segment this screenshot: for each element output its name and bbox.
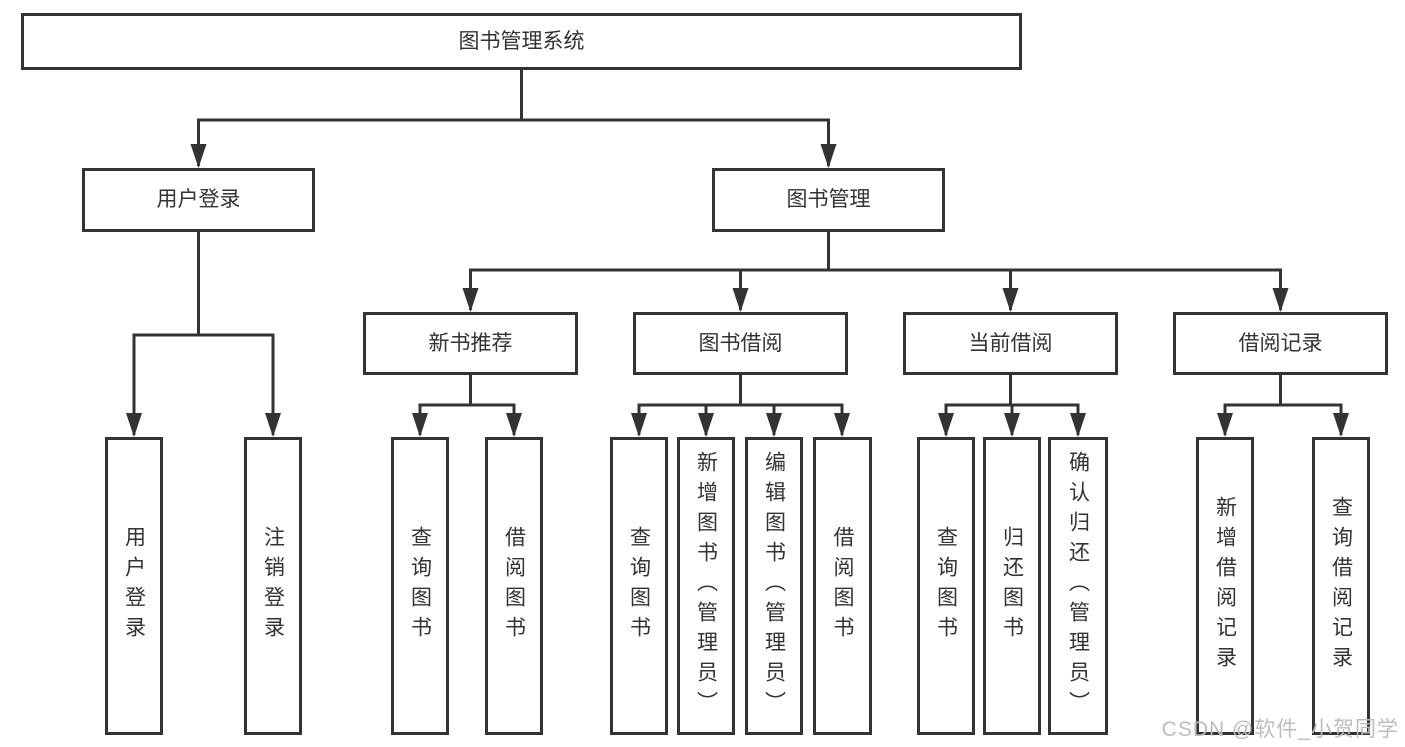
node-label: 新增借阅记录: [1213, 496, 1237, 676]
node-label: 借阅图书: [831, 526, 854, 646]
tree-edges: [132, 70, 1343, 435]
edge-newbook-to-leaves: [418, 403, 516, 435]
arrow: [820, 144, 837, 168]
node-leaf-logout: 注销登录: [244, 437, 302, 735]
node-leaf-add-book-admin: 新增图书（管理员）: [677, 437, 735, 735]
node-label: 查询借阅记录: [1329, 496, 1353, 676]
arrow: [190, 144, 207, 168]
node-borrowing-records: 借阅记录: [1173, 312, 1388, 375]
arrowheads: [126, 144, 1349, 437]
arrow: [1002, 288, 1019, 312]
arrow: [412, 413, 428, 437]
node-label: 图书借阅: [698, 331, 783, 355]
node-current-borrowing: 当前借阅: [903, 312, 1118, 375]
node-label: 查询图书: [627, 526, 651, 646]
node-leaf-borrow-books-1: 借阅图书: [485, 437, 543, 735]
arrow: [506, 413, 522, 437]
edge-bookmgmt-to-level3: [469, 268, 1282, 310]
edge-root-to-level2: [197, 118, 830, 166]
node-label: 图书管理系统: [458, 29, 585, 53]
arrow: [938, 413, 954, 437]
node-label: 查询图书: [934, 526, 958, 646]
node-label: 新增图书（管理员）: [694, 451, 718, 721]
arrow: [631, 413, 647, 437]
arrow: [698, 413, 714, 437]
node-new-book-recommend: 新书推荐: [363, 312, 578, 375]
node-label: 新书推荐: [428, 331, 513, 355]
node-leaf-query-books-1: 查询图书: [391, 437, 449, 735]
arrow: [1070, 413, 1086, 437]
edge-records-to-leaves: [1223, 403, 1343, 435]
node-label: 借阅图书: [502, 526, 526, 646]
arrow: [462, 288, 479, 312]
node-leaf-add-borrow-record: 新增借阅记录: [1196, 437, 1254, 735]
node-label: 借阅记录: [1238, 331, 1323, 355]
edge-borrow-to-leaves: [637, 403, 844, 435]
node-root-system: 图书管理系统: [21, 13, 1022, 70]
arrow: [1217, 413, 1233, 437]
arrow: [732, 288, 749, 312]
arrow: [1004, 413, 1020, 437]
arrow: [1272, 288, 1289, 312]
node-label: 编辑图书（管理员）: [762, 451, 786, 721]
node-leaf-user-login: 用户登录: [105, 437, 163, 735]
node-leaf-borrow-books-2: 借阅图书: [813, 437, 872, 735]
node-user-login: 用户登录: [82, 168, 315, 232]
watermark: CSDN @软件_小贺同学: [1161, 718, 1399, 741]
arrow: [766, 413, 782, 437]
node-label: 图书管理: [786, 188, 871, 212]
node-leaf-query-books-2: 查询图书: [610, 437, 668, 735]
node-label: 用户登录: [122, 526, 146, 646]
edge-userlogin-to-leaves: [132, 333, 275, 435]
node-leaf-edit-book-admin: 编辑图书（管理员）: [745, 437, 803, 735]
arrow: [126, 413, 142, 437]
arrow: [1333, 413, 1349, 437]
arrow: [265, 413, 281, 437]
node-leaf-confirm-return-admin: 确认归还（管理员）: [1048, 437, 1108, 735]
arrow: [834, 413, 850, 437]
node-leaf-query-borrow-record: 查询借阅记录: [1312, 437, 1370, 735]
node-leaf-query-books-3: 查询图书: [917, 437, 975, 735]
node-label: 当前借阅: [968, 331, 1053, 355]
node-book-management: 图书管理: [712, 168, 945, 232]
node-book-borrowing: 图书借阅: [633, 312, 848, 375]
node-label: 注销登录: [261, 526, 285, 646]
node-label: 确认归还（管理员）: [1066, 451, 1090, 721]
node-leaf-return-book: 归还图书: [983, 437, 1041, 735]
node-label: 查询图书: [408, 526, 432, 646]
node-label: 归还图书: [1000, 526, 1024, 646]
node-label: 用户登录: [156, 188, 241, 212]
